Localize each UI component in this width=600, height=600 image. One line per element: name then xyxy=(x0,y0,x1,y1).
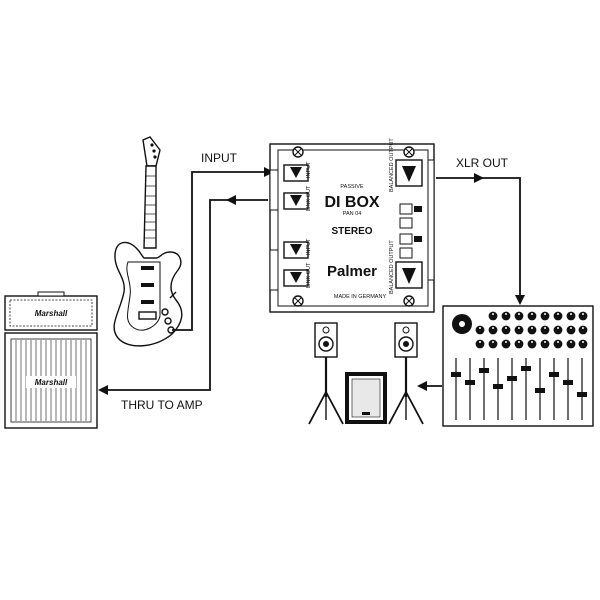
svg-text:INPUT: INPUT xyxy=(306,161,312,178)
mixer-knob-icon xyxy=(553,325,563,335)
mixer-fader-grid xyxy=(451,358,587,420)
mixer-knob-icon xyxy=(578,325,588,335)
xlr-out-cable xyxy=(436,177,521,296)
input-jack-2: INPUT xyxy=(283,238,312,259)
mixer-knob-icon xyxy=(488,339,498,349)
svg-text:LINK OUT: LINK OUT xyxy=(306,185,312,211)
link-out-arrow-icon xyxy=(226,195,236,205)
mixing-console xyxy=(442,305,594,427)
mixer-input-arrow-icon xyxy=(515,295,525,305)
di-box: INPUT LINK OUT INPUT LINK OUT BALANCED O… xyxy=(269,138,435,313)
xlr-out-label: XLR OUT xyxy=(456,156,509,170)
subwoofer xyxy=(345,372,387,424)
ground-lift-switch xyxy=(399,203,422,259)
pa-speaker-left xyxy=(308,322,344,425)
mixer-knob-icon xyxy=(566,311,576,321)
input-label: INPUT xyxy=(201,151,238,165)
amp-cabinet-logo: Marshall xyxy=(35,378,68,387)
input-jack-1: INPUT xyxy=(283,161,312,182)
mixer-knob-icon xyxy=(540,339,550,349)
mixer-knob-icon xyxy=(501,325,511,335)
xlr-out-arrow-icon xyxy=(474,173,484,183)
mixer-knob-grid xyxy=(475,311,588,349)
electric-guitar-icon xyxy=(113,136,183,347)
thru-to-amp-label: THRU TO AMP xyxy=(121,398,203,412)
mixer-knob-icon xyxy=(475,325,485,335)
di-box-title: DI BOX xyxy=(324,194,379,211)
mixer-knob-icon xyxy=(501,339,511,349)
link-out-jack-1: LINK OUT xyxy=(283,185,312,211)
di-box-passive: PASSIVE xyxy=(340,184,363,190)
mixer-knob-icon xyxy=(578,311,588,321)
mixer-knob-icon xyxy=(488,325,498,335)
di-box-stereo: STEREO xyxy=(331,226,372,237)
guitar-amp-stack: Marshall Marshall xyxy=(4,291,98,429)
balanced-output-2: BALANCED OUTPUT xyxy=(389,240,423,294)
thru-arrow-icon xyxy=(98,385,108,395)
di-box-model: PAN 04 xyxy=(343,211,362,217)
thru-cable xyxy=(107,199,268,391)
mixer-knob-icon xyxy=(514,339,524,349)
balanced-output-1: BALANCED OUTPUT xyxy=(389,138,423,192)
mixer-knob-icon xyxy=(553,311,563,321)
mixer-knob-icon xyxy=(540,311,550,321)
mixer-knob-icon xyxy=(566,339,576,349)
mixer-knob-icon xyxy=(527,325,537,335)
mixer-fader-icon xyxy=(535,388,545,393)
amp-head-logo: Marshall xyxy=(35,309,68,318)
mixer-knob-icon xyxy=(514,325,524,335)
mixer-fader-icon xyxy=(493,384,503,389)
pa-speaker-right xyxy=(388,322,424,425)
mixer-knob-icon xyxy=(566,325,576,335)
mixer-knob-icon xyxy=(540,325,550,335)
input-arrow-icon xyxy=(264,167,274,177)
mixer-knob-icon xyxy=(514,311,524,321)
mixer-fader-icon xyxy=(563,380,573,385)
mixer-knob-icon xyxy=(527,311,537,321)
svg-text:BALANCED OUTPUT: BALANCED OUTPUT xyxy=(389,240,395,294)
mixer-knob-icon xyxy=(475,339,485,349)
mixer-fader-icon xyxy=(451,372,461,377)
link-out-jack-2: LINK OUT xyxy=(283,262,312,288)
mixer-fader-icon xyxy=(549,372,559,377)
mixer-fader-icon xyxy=(479,368,489,373)
mixer-fader-icon xyxy=(577,392,587,397)
mixer-knob-icon xyxy=(488,311,498,321)
mixer-knob-icon xyxy=(553,339,563,349)
mixer-knob-icon xyxy=(501,311,511,321)
input-cable xyxy=(172,171,266,331)
mixer-fader-icon xyxy=(465,380,475,385)
pa-arrow-icon xyxy=(417,381,427,391)
mixer-knob-icon xyxy=(578,339,588,349)
di-box-made-in: MADE IN GERMANY xyxy=(334,294,387,300)
mixer-fader-icon xyxy=(521,366,531,371)
svg-text:INPUT: INPUT xyxy=(306,238,312,255)
screw-icon xyxy=(292,146,415,307)
mixer-knob-icon xyxy=(527,339,537,349)
di-box-brand: Palmer xyxy=(327,263,377,280)
svg-text:LINK OUT: LINK OUT xyxy=(306,262,312,288)
mixer-fader-icon xyxy=(507,376,517,381)
svg-text:BALANCED OUTPUT: BALANCED OUTPUT xyxy=(389,138,395,192)
